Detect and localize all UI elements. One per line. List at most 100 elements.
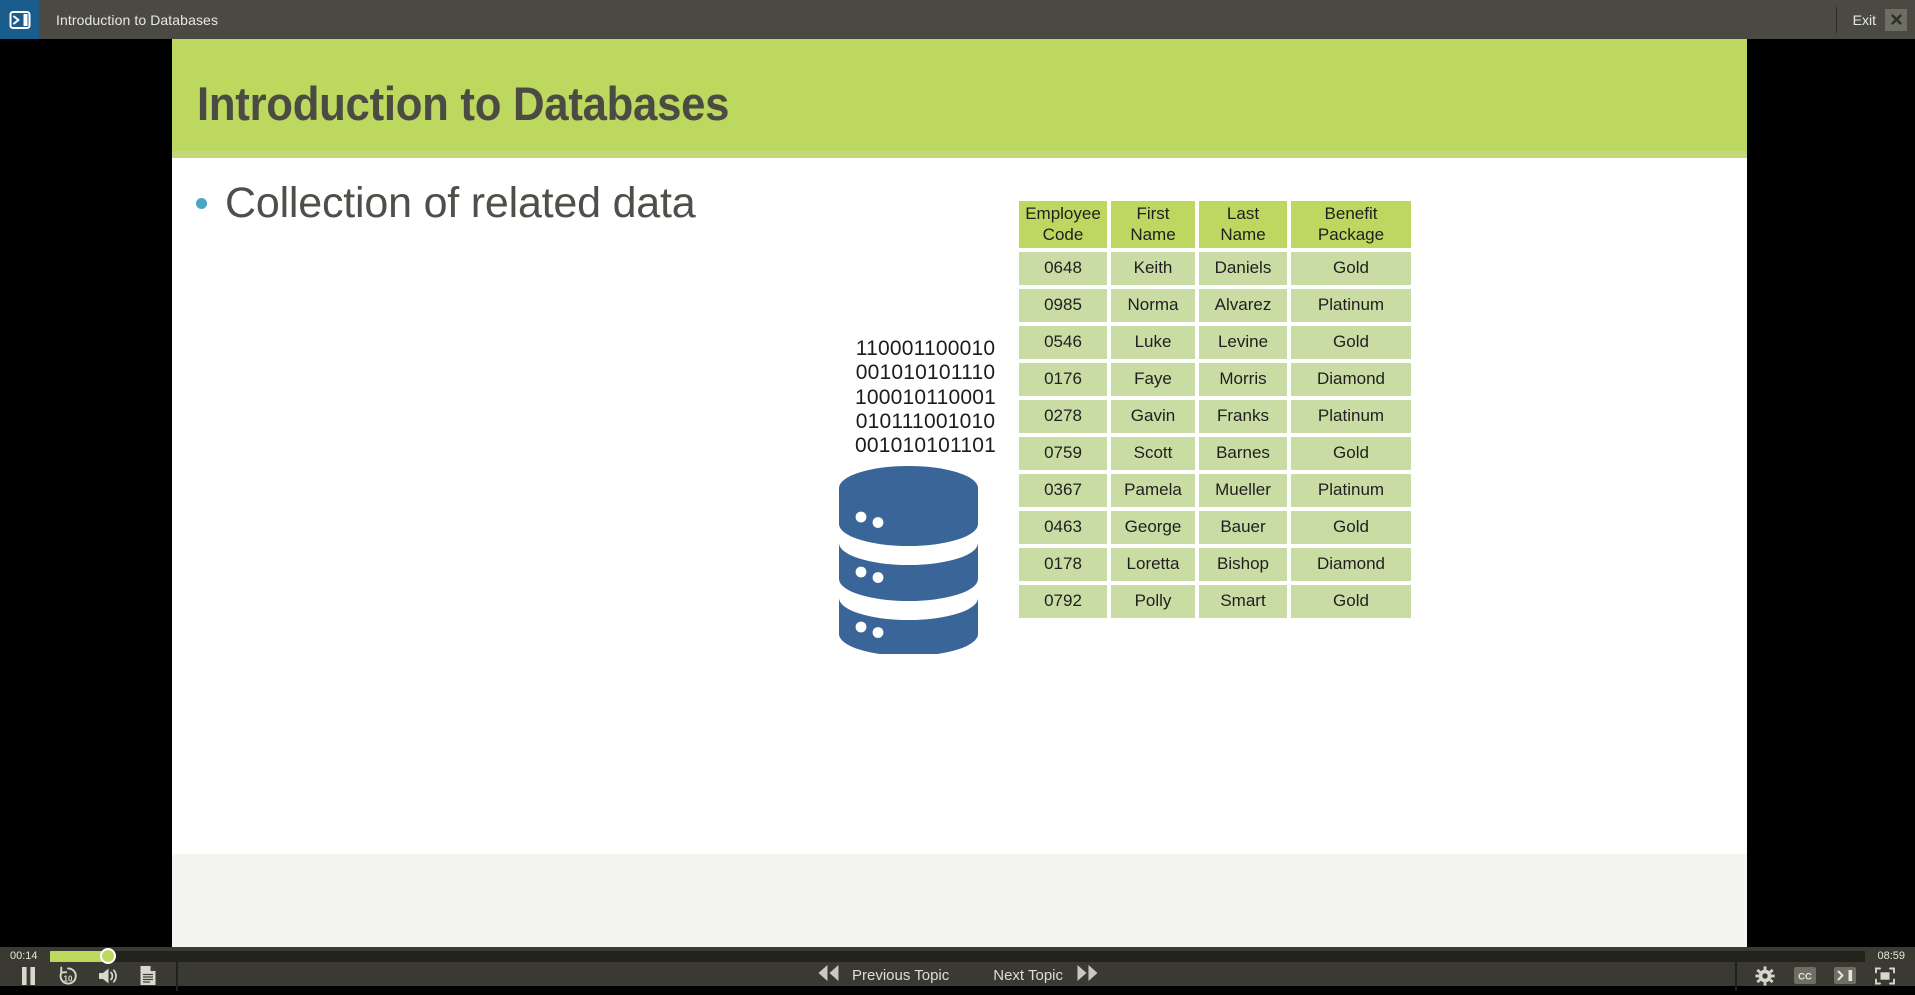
total-time: 08:59 — [1877, 950, 1905, 962]
cell-benefit-package: Gold — [1291, 437, 1411, 470]
next-topic-label: Next Topic — [993, 967, 1064, 984]
transcript-document-icon[interactable] — [128, 956, 168, 995]
column-header-employee-code: Employee Code — [1019, 201, 1107, 248]
cell-last-name: Bauer — [1199, 511, 1287, 544]
slide-stage: Introduction to Databases Collection of … — [0, 39, 1915, 947]
table-body: 0648 Keith Daniels Gold 0985 Norma Alvar… — [1019, 252, 1411, 618]
replay-10-icon[interactable]: 10 — [48, 956, 88, 995]
cell-first-name: Luke — [1111, 326, 1195, 359]
binary-line: 001010101110 — [855, 361, 996, 385]
slide-canvas: Introduction to Databases Collection of … — [172, 39, 1747, 947]
playback-controls: 10 — [8, 956, 186, 995]
cell-employee-code: 0176 — [1019, 363, 1107, 396]
gear-icon[interactable] — [1745, 956, 1785, 995]
seek-handle[interactable] — [100, 948, 117, 964]
double-chevron-right-icon — [1074, 964, 1100, 987]
fullscreen-icon[interactable] — [1865, 956, 1905, 995]
table-row: 0985 Norma Alvarez Platinum — [1019, 289, 1411, 322]
exit-button[interactable]: Exit — [1852, 11, 1876, 28]
seek-slider[interactable] — [50, 948, 1865, 964]
cell-employee-code: 0367 — [1019, 474, 1107, 507]
cell-last-name: Barnes — [1199, 437, 1287, 470]
table-row: 0176 Faye Morris Diamond — [1019, 363, 1411, 396]
cell-benefit-package: Diamond — [1291, 363, 1411, 396]
cell-benefit-package: Gold — [1291, 585, 1411, 618]
cell-benefit-package: Diamond — [1291, 548, 1411, 581]
cell-last-name: Levine — [1199, 326, 1287, 359]
cell-benefit-package: Gold — [1291, 326, 1411, 359]
table-row: 0792 Polly Smart Gold — [1019, 585, 1411, 618]
cell-last-name: Smart — [1199, 585, 1287, 618]
cell-last-name: Daniels — [1199, 252, 1287, 285]
cell-first-name: Keith — [1111, 252, 1195, 285]
cell-employee-code: 0759 — [1019, 437, 1107, 470]
cell-first-name: George — [1111, 511, 1195, 544]
bullet-text: Collection of related data — [225, 179, 696, 227]
binary-line: 001010101101 — [855, 434, 996, 458]
previous-topic-button[interactable]: Previous Topic — [815, 964, 949, 987]
cell-employee-code: 0463 — [1019, 511, 1107, 544]
cell-first-name: Scott — [1111, 437, 1195, 470]
cell-first-name: Norma — [1111, 289, 1195, 322]
table-row: 0278 Gavin Franks Platinum — [1019, 400, 1411, 433]
table-row: 0759 Scott Barnes Gold — [1019, 437, 1411, 470]
svg-text:CC: CC — [1798, 971, 1812, 982]
cell-employee-code: 0178 — [1019, 548, 1107, 581]
cell-employee-code: 0648 — [1019, 252, 1107, 285]
cell-benefit-package: Gold — [1291, 252, 1411, 285]
table-row: 0367 Pamela Mueller Platinum — [1019, 474, 1411, 507]
svg-text:10: 10 — [64, 974, 73, 983]
player-settings-controls: CC — [1727, 956, 1905, 995]
cell-employee-code: 0278 — [1019, 400, 1107, 433]
seek-progress-fill — [50, 950, 109, 962]
top-bar-actions: Exit — [1835, 0, 1915, 39]
column-header-benefit-package: Benefit Package — [1291, 201, 1411, 248]
double-chevron-left-icon — [815, 964, 841, 987]
control-row: 10 — [0, 960, 1915, 991]
current-time: 00:14 — [10, 950, 38, 962]
employee-table: Employee Code First Name Last Name Benef… — [1015, 197, 1415, 622]
cell-first-name: Pamela — [1111, 474, 1195, 507]
cell-last-name: Bishop — [1199, 548, 1287, 581]
close-x-icon[interactable] — [1885, 8, 1907, 31]
cell-benefit-package: Platinum — [1291, 400, 1411, 433]
next-topic-button[interactable]: Next Topic — [993, 964, 1100, 987]
binary-line: 110001100010 — [855, 337, 996, 360]
cell-benefit-package: Platinum — [1291, 474, 1411, 507]
player-control-bar: 00:14 08:59 10 — [0, 947, 1915, 991]
cell-first-name: Polly — [1111, 585, 1195, 618]
course-title: Introduction to Databases — [56, 11, 219, 28]
binary-data-text: 110001100010 001010101110 100010110001 0… — [855, 337, 996, 458]
divider — [176, 960, 178, 991]
cell-last-name: Morris — [1199, 363, 1287, 396]
cell-first-name: Loretta — [1111, 548, 1195, 581]
seekbar-row: 00:14 08:59 — [0, 947, 1915, 965]
cell-employee-code: 0546 — [1019, 326, 1107, 359]
divider — [1735, 960, 1737, 991]
column-header-first-name: First Name — [1111, 201, 1195, 248]
top-chrome-bar: Introduction to Databases Exit — [0, 0, 1915, 39]
volume-icon[interactable] — [88, 956, 128, 995]
table-row: 0178 Loretta Bishop Diamond — [1019, 548, 1411, 581]
cell-benefit-package: Platinum — [1291, 289, 1411, 322]
divider — [1835, 6, 1837, 33]
cell-first-name: Faye — [1111, 363, 1195, 396]
cell-benefit-package: Gold — [1291, 511, 1411, 544]
bullet-dot-icon — [196, 198, 207, 209]
column-header-last-name: Last Name — [1199, 201, 1287, 248]
sidebar-toggle-icon[interactable] — [1825, 956, 1865, 995]
pause-icon[interactable] — [8, 956, 48, 995]
cell-last-name: Franks — [1199, 400, 1287, 433]
binary-line: 010111001010 — [855, 409, 996, 433]
closed-caption-icon[interactable]: CC — [1785, 956, 1825, 995]
previous-topic-label: Previous Topic — [851, 967, 950, 984]
cell-employee-code: 0792 — [1019, 585, 1107, 618]
table-header-row: Employee Code First Name Last Name Benef… — [1019, 201, 1411, 248]
player-logo-icon — [0, 0, 39, 39]
cell-last-name: Alvarez — [1199, 289, 1287, 322]
slide-footer-band — [172, 854, 1747, 947]
bullet-item: Collection of related data — [196, 179, 696, 228]
table-row: 0648 Keith Daniels Gold — [1019, 252, 1411, 285]
database-cylinder-icon — [835, 464, 982, 654]
table-row: 0463 George Bauer Gold — [1019, 511, 1411, 544]
